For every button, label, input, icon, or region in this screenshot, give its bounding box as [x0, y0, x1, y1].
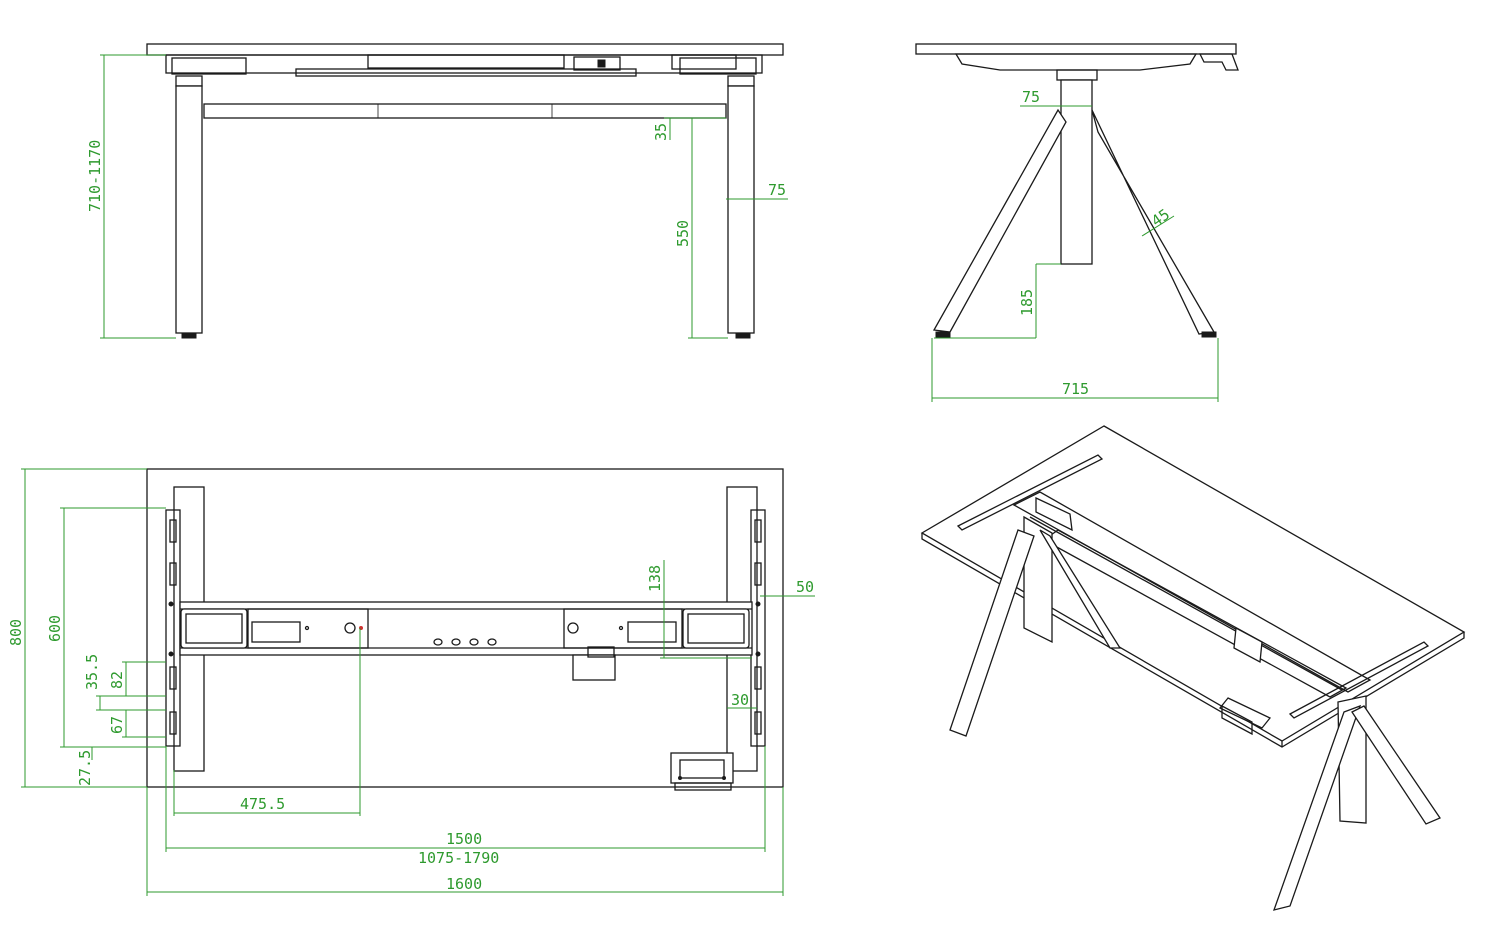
rail-offset-label: 138 — [646, 565, 664, 592]
frame-range-label: 1075-1790 — [418, 849, 499, 867]
foot-span-label: 715 — [1062, 380, 1089, 398]
top-view — [146, 468, 784, 791]
bracket-offset-label: 30 — [731, 691, 749, 709]
hole-c-label: 67 — [108, 716, 126, 734]
front-view — [146, 43, 784, 339]
bracket-span-label: 600 — [46, 615, 64, 642]
side-leg-top-label: 75 — [1022, 88, 1040, 106]
crossbar-height-label: 35 — [652, 123, 670, 141]
hole-b-label: 82 — [108, 671, 126, 689]
hole-d-label: 27.5 — [76, 750, 94, 786]
top-width-label: 1600 — [446, 875, 482, 893]
edge-offset-label: 50 — [796, 578, 814, 596]
dimension-labels: 710-1170 35 550 75 75 45 185 715 800 600… — [7, 88, 1173, 893]
side-view — [915, 43, 1239, 338]
dimension-lines — [21, 54, 1219, 896]
depth-label: 800 — [7, 619, 25, 646]
frame-width-label: 1500 — [446, 830, 482, 848]
cutout-offset-label: 475.5 — [240, 795, 285, 813]
crossbar-clearance-label: 550 — [674, 220, 692, 247]
hole-a-label: 35.5 — [83, 654, 101, 690]
leg-width-label: 75 — [768, 181, 786, 199]
height-range-label: 710-1170 — [86, 140, 104, 212]
isometric-view — [920, 425, 1466, 911]
foot-height-label: 185 — [1018, 289, 1036, 316]
